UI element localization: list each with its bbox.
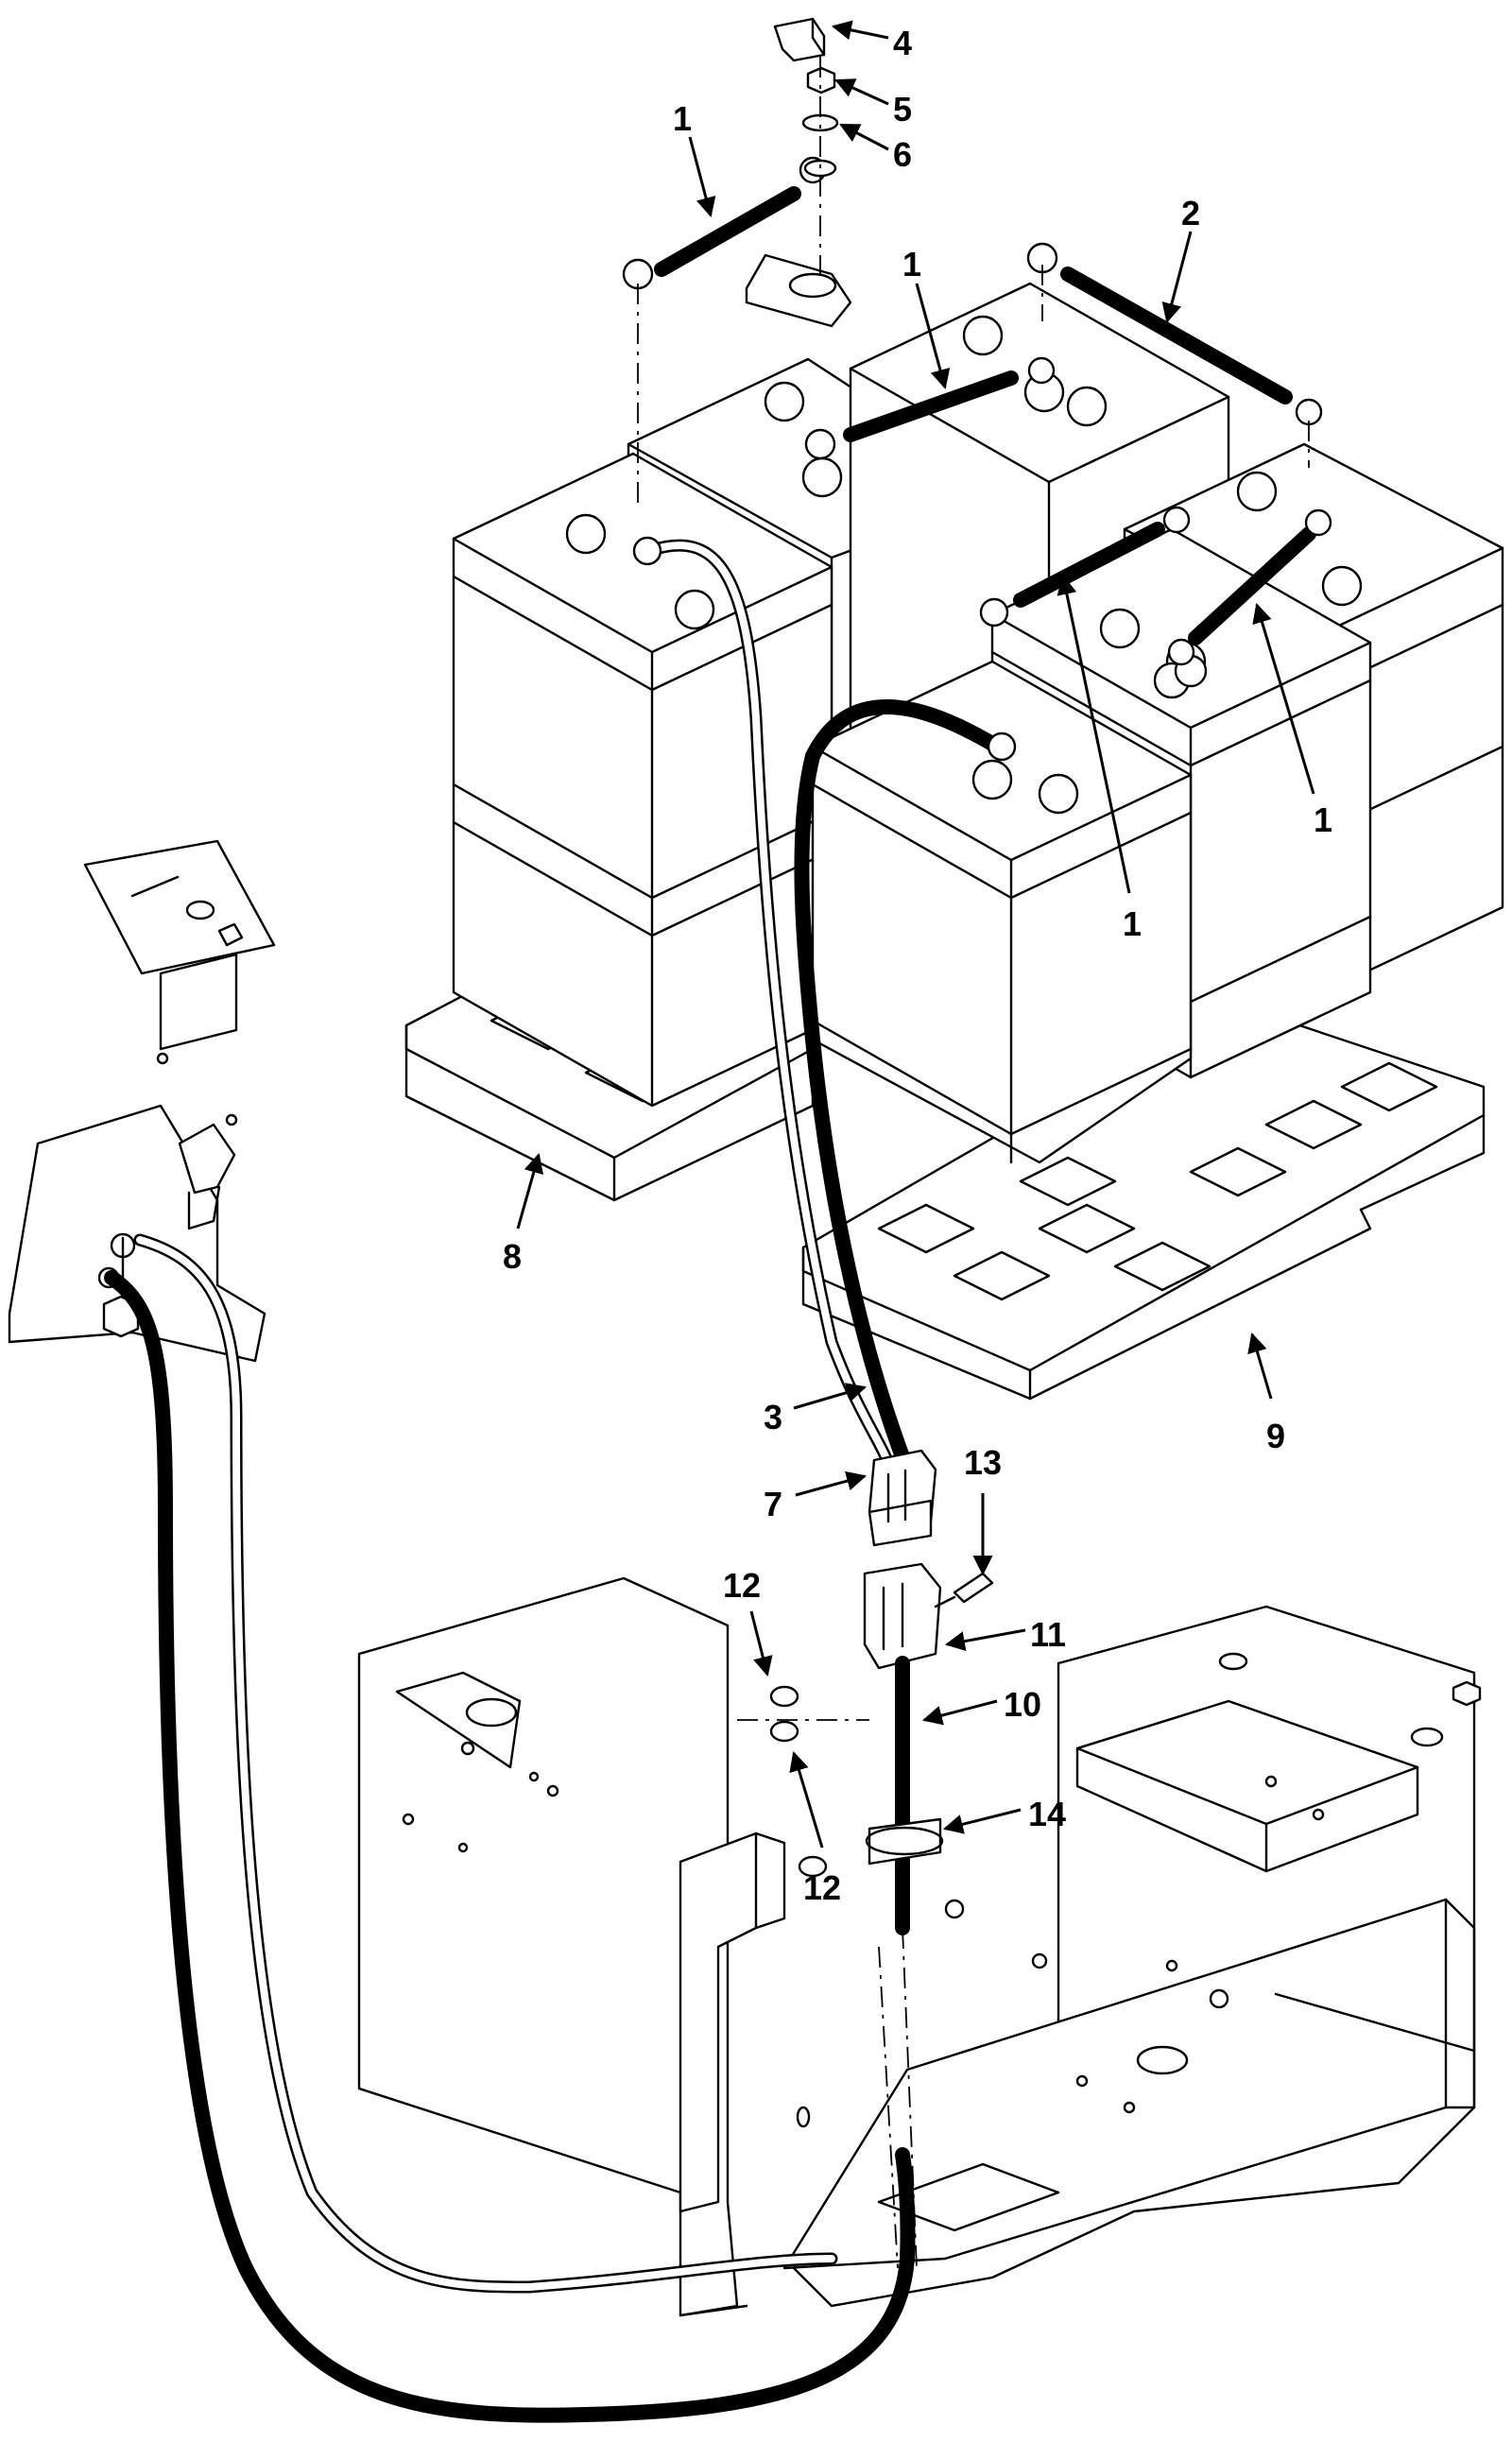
callout-2: 2 bbox=[1181, 194, 1200, 232]
callout-8: 8 bbox=[503, 1237, 522, 1276]
callout-4: 7 bbox=[764, 1485, 782, 1523]
callout-1-lower: 1 bbox=[1123, 904, 1142, 943]
callout-1-mid: 1 bbox=[902, 245, 921, 284]
callout-9: 9 bbox=[1266, 1417, 1285, 1455]
cable-black-connector bbox=[794, 698, 1005, 1477]
leader-lines bbox=[516, 20, 1315, 1849]
callout-11: 11 bbox=[1030, 1615, 1066, 1654]
chassis-floor-plate bbox=[782, 1605, 1482, 2308]
callout-7: 6 bbox=[893, 135, 912, 174]
callout-14: 14 bbox=[1028, 1795, 1066, 1833]
frame-seat-box bbox=[357, 1576, 828, 2317]
connector-harness bbox=[737, 1449, 994, 2269]
callout-10: 10 bbox=[1004, 1685, 1041, 1724]
callout-12-lower: 12 bbox=[803, 1868, 841, 1907]
battery-tray-9 bbox=[801, 1000, 1486, 1401]
callout-3: 3 bbox=[764, 1398, 782, 1436]
callout-6: 5 bbox=[893, 90, 912, 129]
cable-1-top bbox=[654, 186, 801, 277]
cable-1-mid bbox=[843, 370, 1019, 442]
mounting-bracket bbox=[8, 839, 276, 1363]
callout-13: 13 bbox=[964, 1443, 1002, 1482]
callout-labels: 4 5 6 1 1 2 1 1 8 9 3 7 13 12 11 10 14 1… bbox=[503, 24, 1332, 1907]
cable-1-right-b bbox=[1188, 526, 1316, 645]
battery-terminals bbox=[565, 315, 1363, 815]
cable-2 bbox=[1060, 267, 1293, 404]
long-cables bbox=[104, 1233, 916, 2423]
callout-1-top: 1 bbox=[673, 99, 692, 138]
callout-5: 4 bbox=[893, 24, 912, 62]
batteries bbox=[452, 282, 1504, 1164]
cable-1-right-a bbox=[1013, 522, 1165, 608]
callout-12-upper: 12 bbox=[723, 1566, 761, 1605]
callout-1-right: 1 bbox=[1314, 800, 1332, 839]
top-hardware bbox=[637, 17, 1310, 510]
battery-front-center bbox=[811, 660, 1193, 1164]
